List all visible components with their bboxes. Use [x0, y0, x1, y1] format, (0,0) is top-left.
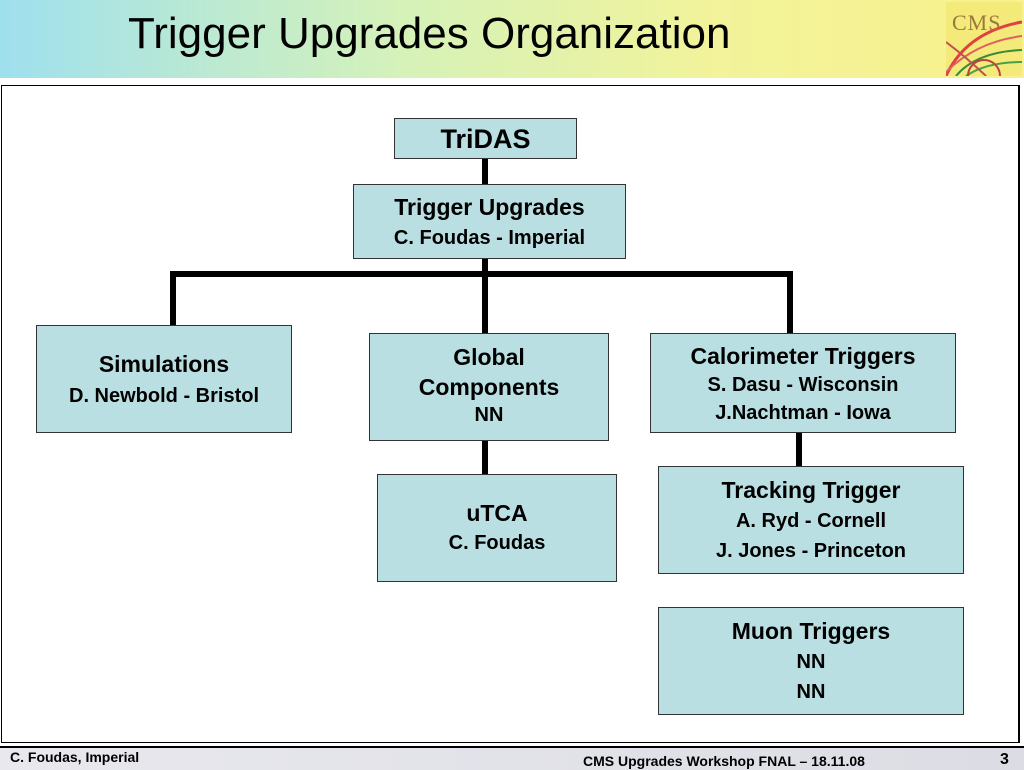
utca-title: uTCA: [466, 500, 528, 526]
connector-simulations: [170, 271, 176, 326]
global-components-title-2: Components: [418, 374, 560, 400]
box-trigger-upgrades: Trigger Upgrades C. Foudas - Imperial: [353, 184, 626, 259]
simulations-lead: D. Newbold - Bristol: [69, 385, 259, 407]
cms-logo-graphic: [946, 20, 1022, 76]
box-simulations: Simulations D. Newbold - Bristol: [36, 325, 292, 433]
content-frame: [1, 85, 1020, 743]
cms-logo: CMS: [946, 2, 1022, 76]
tracking-trigger-lead-2: J. Jones - Princeton: [715, 540, 907, 562]
muon-triggers-lead-1: NN: [796, 651, 826, 673]
box-global-components: Global Components NN: [369, 333, 609, 441]
slide-title: Trigger Upgrades Organization: [128, 9, 731, 58]
tracking-trigger-lead-1: A. Ryd - Cornell: [735, 510, 886, 532]
box-calorimeter-triggers: Calorimeter Triggers S. Dasu - Wisconsin…: [650, 333, 956, 433]
footer-author: C. Foudas, Imperial: [10, 749, 140, 765]
connector-calorimeter-tracking: [796, 432, 802, 467]
box-tracking-trigger: Tracking Trigger A. Ryd - Cornell J. Jon…: [658, 466, 964, 574]
calorimeter-triggers-lead-2: J.Nachtman - Iowa: [715, 402, 891, 424]
tracking-trigger-title: Tracking Trigger: [721, 477, 901, 503]
tridas-title: TriDAS: [440, 123, 531, 154]
logo-text: CMS: [952, 10, 1002, 35]
box-tridas: TriDAS: [394, 118, 577, 159]
utca-lead: C. Foudas: [448, 532, 546, 554]
connector-horizontal-bar: [170, 271, 793, 277]
connector-tridas-trigger-upgrades: [482, 158, 488, 185]
page-number: 3: [1000, 751, 1009, 768]
box-utca: uTCA C. Foudas: [377, 474, 617, 582]
calorimeter-triggers-title: Calorimeter Triggers: [690, 343, 916, 369]
muon-triggers-title: Muon Triggers: [731, 618, 891, 644]
slide-footer: C. Foudas, Imperial CMS Upgrades Worksho…: [0, 746, 1024, 770]
muon-triggers-lead-2: NN: [796, 681, 826, 703]
trigger-upgrades-lead: C. Foudas - Imperial: [393, 226, 586, 249]
simulations-title: Simulations: [98, 351, 230, 377]
connector-calorimeter: [787, 271, 793, 333]
calorimeter-triggers-lead-1: S. Dasu - Wisconsin: [707, 374, 899, 396]
global-components-lead: NN: [474, 404, 504, 426]
connector-trigger-upgrades-branch: [482, 258, 488, 333]
global-components-title-1: Global: [453, 344, 525, 370]
slide-header: Trigger Upgrades Organization CMS: [0, 0, 1024, 78]
trigger-upgrades-title: Trigger Upgrades: [394, 193, 585, 220]
box-muon-triggers: Muon Triggers NN NN: [658, 607, 964, 715]
connector-global-utca: [482, 440, 488, 475]
footer-event: CMS Upgrades Workshop FNAL – 18.11.08: [583, 753, 865, 769]
